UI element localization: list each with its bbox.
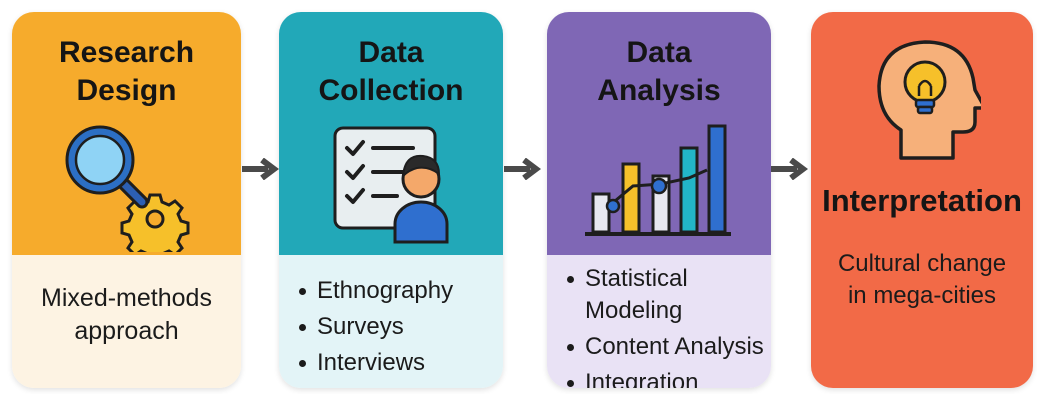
- head-lightbulb-icon: [877, 40, 981, 160]
- checklist-person-icon: [333, 126, 449, 244]
- list-item: Content Analysis: [565, 331, 767, 363]
- magnifier-gear-icon: [65, 125, 190, 252]
- data-collection-methods-list: Ethnography Surveys Interviews: [297, 275, 497, 383]
- data-collection-title: Data Collection: [318, 36, 464, 107]
- data-collection-body: Ethnography Surveys Interviews: [279, 255, 503, 388]
- flow-arrow-icon: [504, 158, 541, 180]
- list-item: Interviews: [297, 347, 497, 379]
- research-design-title: Research Design: [58, 36, 195, 107]
- data-analysis-header: Data Analysis: [547, 12, 771, 255]
- data-analysis-body: Statistical Modeling Content Analysis In…: [547, 255, 771, 388]
- research-design-description: Mixed-methods approach: [41, 284, 212, 345]
- flow-arrow-icon: [242, 158, 279, 180]
- step-card-data-analysis: Data Analysis Statistical Modeling Conte…: [547, 12, 771, 388]
- step-card-interpretation: Interpretation Cultural change in mega-c…: [811, 12, 1033, 388]
- research-design-body: Mixed-methods approach: [12, 255, 241, 388]
- list-item: Integration: [565, 367, 767, 388]
- step-card-data-collection: Data Collection Ethnography Surveys Inte…: [279, 12, 503, 388]
- flow-arrow-icon: [771, 158, 808, 180]
- interpretation-title: Interpretation: [822, 183, 1022, 218]
- step-card-research-design: Research Design Mixed-methods approach: [12, 12, 241, 388]
- bar-chart-icon: [585, 124, 731, 236]
- list-item: Statistical Modeling: [565, 263, 767, 327]
- data-analysis-methods-list: Statistical Modeling Content Analysis In…: [565, 263, 767, 388]
- list-item: Ethnography: [297, 275, 497, 307]
- interpretation-description: Cultural change in mega-cities: [837, 250, 1007, 309]
- list-item: Surveys: [297, 311, 497, 343]
- data-collection-header: Data Collection: [279, 12, 503, 255]
- research-design-header: Research Design: [12, 12, 241, 255]
- data-analysis-title: Data Analysis: [597, 36, 721, 107]
